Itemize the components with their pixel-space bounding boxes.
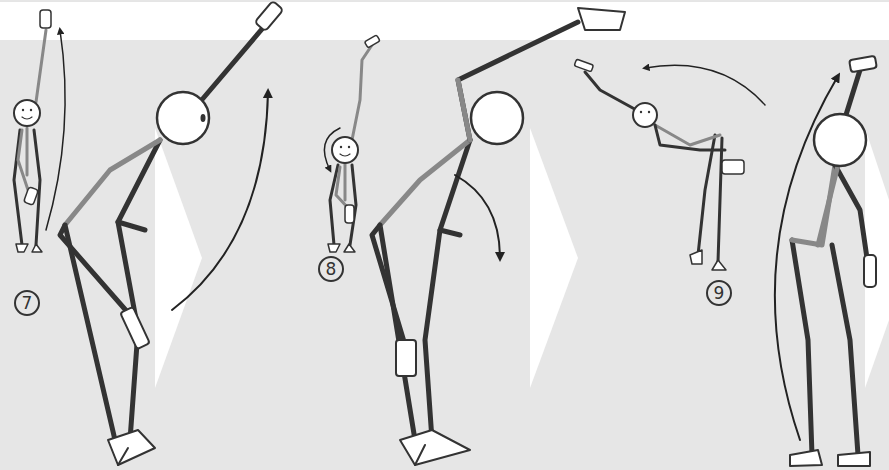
top-rule [0,1,889,2]
callout-number: 7 [14,290,40,316]
figure-small-7 [14,10,65,252]
figure-small-9 [574,59,765,270]
panel [0,40,889,470]
figure-large-9 [775,56,877,466]
chevron [155,128,202,388]
figure-small-8 [324,35,380,252]
chevron [530,128,578,388]
figure-large-7 [60,1,283,465]
chevron [865,128,889,388]
callout-number: 8 [318,256,344,282]
callout-number: 9 [706,280,732,306]
